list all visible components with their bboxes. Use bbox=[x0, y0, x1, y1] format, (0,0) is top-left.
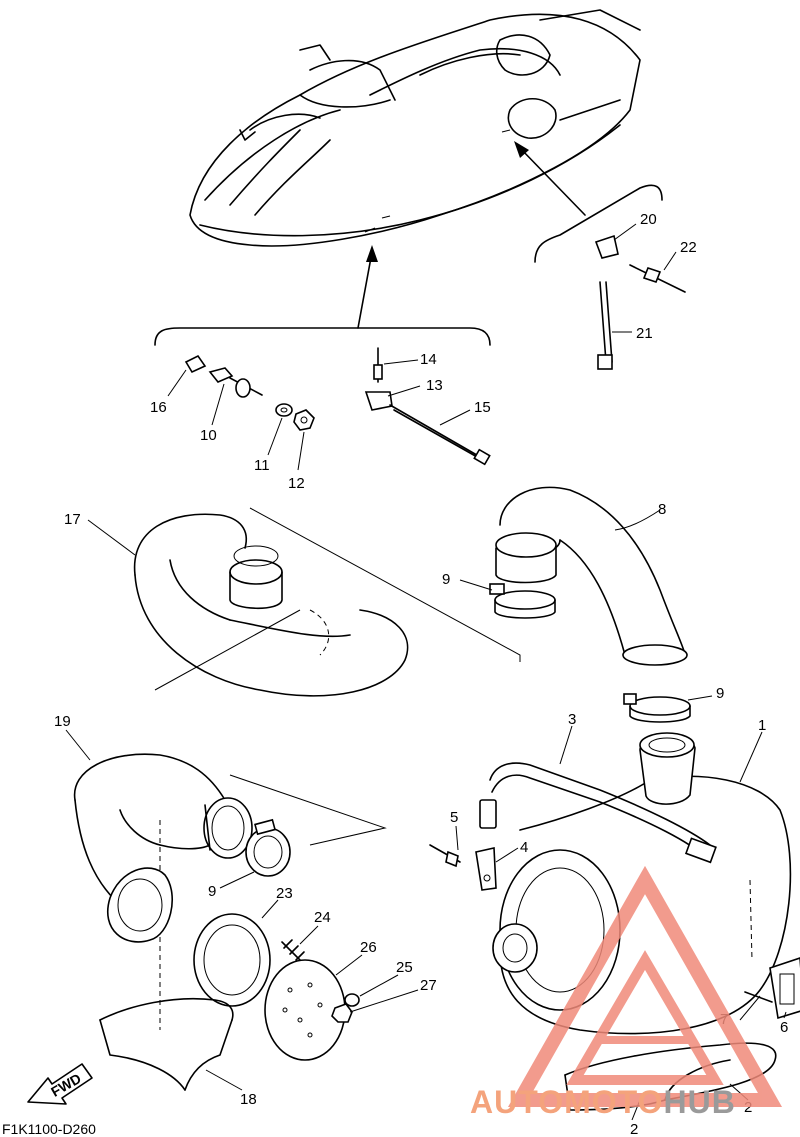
part-label-2-bottom: 2 bbox=[630, 1121, 638, 1137]
part-label-22: 22 bbox=[680, 239, 697, 256]
watermark-logo bbox=[507, 865, 783, 1107]
part-label-9-right: 9 bbox=[716, 685, 724, 702]
bracket-4-and-bolt-5 bbox=[429, 844, 497, 891]
watermark-text: AUTOMOTOHUB bbox=[470, 1084, 736, 1120]
part-label-21: 21 bbox=[636, 325, 653, 342]
part-label-8: 8 bbox=[658, 501, 666, 518]
part-label-2-right: 2 bbox=[744, 1099, 752, 1116]
hose-clamp-9-upper bbox=[489, 583, 556, 619]
fwd-direction-arrow bbox=[27, 1063, 93, 1105]
watermark-text-hub: HUB bbox=[663, 1084, 735, 1120]
part-label-11: 11 bbox=[254, 457, 270, 474]
watercraft-illustration bbox=[189, 9, 641, 247]
part-label-23: 23 bbox=[276, 885, 293, 902]
watermark-text-moto: MOTO bbox=[564, 1084, 663, 1120]
part-labels: 20 22 21 14 13 15 16 10 11 12 17 8 9 9 3… bbox=[54, 211, 788, 1137]
part-label-24: 24 bbox=[314, 909, 331, 926]
pipe-19 bbox=[73, 753, 387, 1030]
leader-lines bbox=[65, 223, 787, 1121]
part-label-17: 17 bbox=[64, 511, 81, 528]
part-label-10: 10 bbox=[200, 427, 217, 444]
part-label-19: 19 bbox=[54, 713, 71, 730]
part-label-20: 20 bbox=[640, 211, 657, 228]
part-label-18: 18 bbox=[240, 1091, 257, 1108]
small-hardware-group bbox=[184, 234, 686, 466]
part-label-9-lower: 9 bbox=[208, 883, 216, 900]
gasket-flange-and-plates bbox=[107, 867, 360, 1061]
callout-arrows bbox=[154, 141, 663, 346]
part-label-6: 6 bbox=[780, 1019, 788, 1036]
part-label-3: 3 bbox=[568, 711, 576, 728]
hose-clamp-9-right bbox=[623, 693, 691, 723]
part-label-14: 14 bbox=[420, 351, 437, 368]
part-label-15: 15 bbox=[474, 399, 491, 416]
plate-holes bbox=[282, 982, 323, 1038]
heat-shield-18 bbox=[99, 997, 234, 1091]
plate-6-and-bolt-7 bbox=[744, 957, 800, 1020]
part-label-27: 27 bbox=[420, 977, 437, 994]
water-lock-pipe-17 bbox=[133, 507, 521, 697]
pipe-8 bbox=[495, 486, 688, 666]
part-label-9-upper: 9 bbox=[442, 571, 450, 588]
part-label-16: 16 bbox=[150, 399, 167, 416]
watermark-text-auto: AUTO bbox=[470, 1084, 564, 1120]
diagram-code: F1K1100-D260 bbox=[2, 1121, 96, 1137]
part-label-13: 13 bbox=[426, 377, 443, 394]
hose-clamp-9-lower bbox=[245, 818, 291, 877]
part-label-4: 4 bbox=[520, 839, 528, 856]
strap-3 bbox=[479, 762, 717, 864]
part-label-26: 26 bbox=[360, 939, 377, 956]
part-label-25: 25 bbox=[396, 959, 413, 976]
part-label-5: 5 bbox=[450, 809, 458, 826]
part-label-12: 12 bbox=[288, 475, 305, 492]
part-label-1: 1 bbox=[758, 717, 766, 734]
